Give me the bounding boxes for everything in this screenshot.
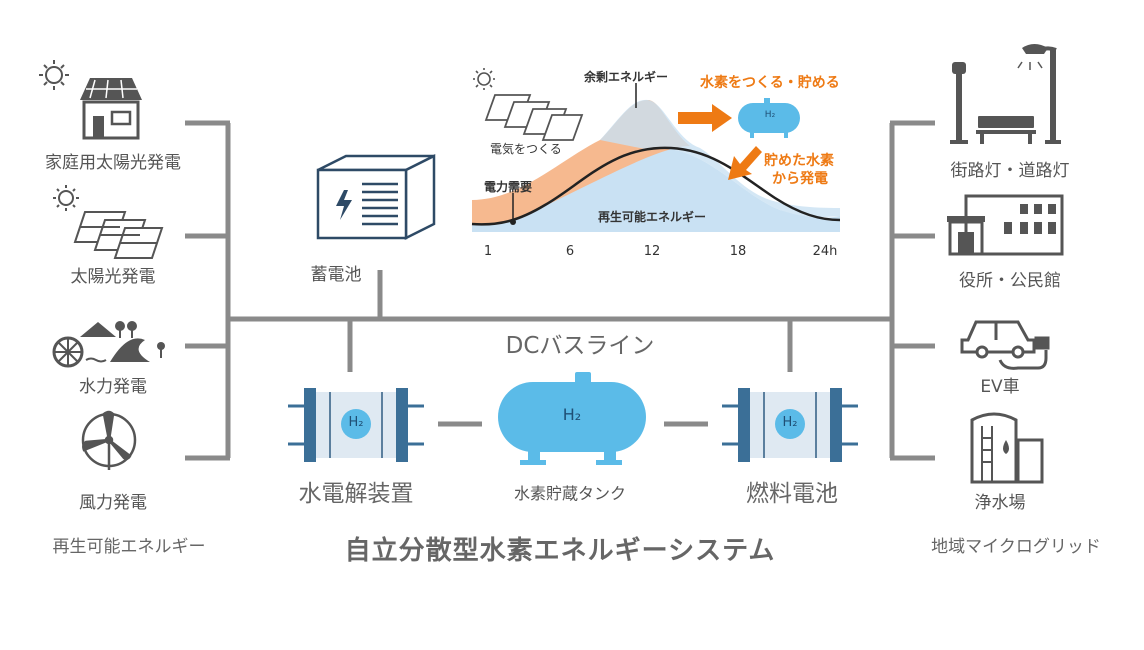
system-title: 自立分散型水素エネルギーシステム	[344, 536, 776, 566]
sun-icon	[39, 60, 69, 90]
public-building-icon	[947, 194, 1064, 256]
solar-panel-icon	[484, 94, 584, 141]
label-solar: 太陽光発電	[70, 267, 156, 287]
renewable-label: 再生可能エネルギー	[598, 210, 707, 224]
generate-from-hydrogen-line1: 貯めた水素	[764, 153, 834, 169]
label-battery: 蓄電池	[310, 265, 362, 285]
electrolyzer-h2-label: H₂	[348, 415, 364, 430]
label-water-plant: 浄水場	[974, 493, 1026, 513]
caption-renewable: 再生可能エネルギー	[52, 537, 206, 557]
generate-from-hydrogen-line2: から発電	[772, 171, 828, 187]
surplus-energy-label: 余剰エネルギー	[584, 70, 669, 84]
label-hydro: 水力発電	[79, 377, 147, 397]
label-electrolyzer: 水電解装置	[298, 481, 414, 507]
demand-label: 電力需要	[484, 180, 533, 194]
arrow-down-left-icon	[728, 146, 762, 180]
renewable-generation-area	[472, 148, 840, 232]
small-tank-h2-label: H₂	[764, 110, 776, 120]
fuel-cell-h2-label: H₂	[782, 415, 798, 430]
fuel-cell-icon	[722, 388, 858, 462]
tick-label: 12	[643, 244, 661, 259]
wind-turbine-icon	[81, 410, 137, 470]
tank-h2-label: H₂	[562, 405, 582, 424]
water-plant-icon	[970, 412, 1044, 484]
demand-point	[510, 219, 516, 225]
inset-energy-chart	[471, 68, 841, 232]
street-light-icon	[950, 44, 1061, 144]
label-public-building: 役所・公民館	[959, 271, 1061, 291]
bus-label: DCバスライン	[505, 333, 655, 359]
sun-icon	[473, 68, 495, 90]
arrow-right-icon	[678, 104, 732, 132]
label-wind: 風力発電	[79, 493, 147, 513]
surplus-upper-area	[600, 99, 840, 218]
sun-icon	[53, 185, 79, 211]
store-hydrogen-label: 水素をつくる・貯める	[700, 75, 840, 91]
hydrogen-tank-small-icon	[738, 98, 800, 138]
electrolyzer-icon	[288, 388, 424, 462]
bench-icon	[976, 116, 1036, 144]
solar-panel-icon	[73, 211, 164, 259]
tick-label: 18	[729, 244, 747, 259]
tick-label: 1	[483, 244, 493, 259]
label-tank: 水素貯蔵タンク	[513, 484, 626, 503]
label-street-light: 街路灯・道路灯	[950, 161, 1070, 181]
ev-car-icon	[960, 320, 1050, 370]
house-solar-icon	[80, 78, 142, 140]
make-electricity-label: 電気をつくる	[490, 142, 562, 156]
label-ev: EV車	[980, 377, 1020, 397]
label-fuel-cell: 燃料電池	[746, 481, 838, 507]
tick-label: 24h	[812, 244, 838, 259]
water-wheel-icon	[52, 321, 165, 368]
tick-label: 6	[565, 244, 575, 259]
demand-curve	[471, 146, 841, 226]
caption-microgrid: 地域マイクログリッド	[931, 537, 1101, 557]
hydrogen-tank-icon	[498, 372, 646, 465]
battery-icon	[316, 153, 436, 241]
label-home-solar: 家庭用太陽光発電	[45, 153, 181, 173]
